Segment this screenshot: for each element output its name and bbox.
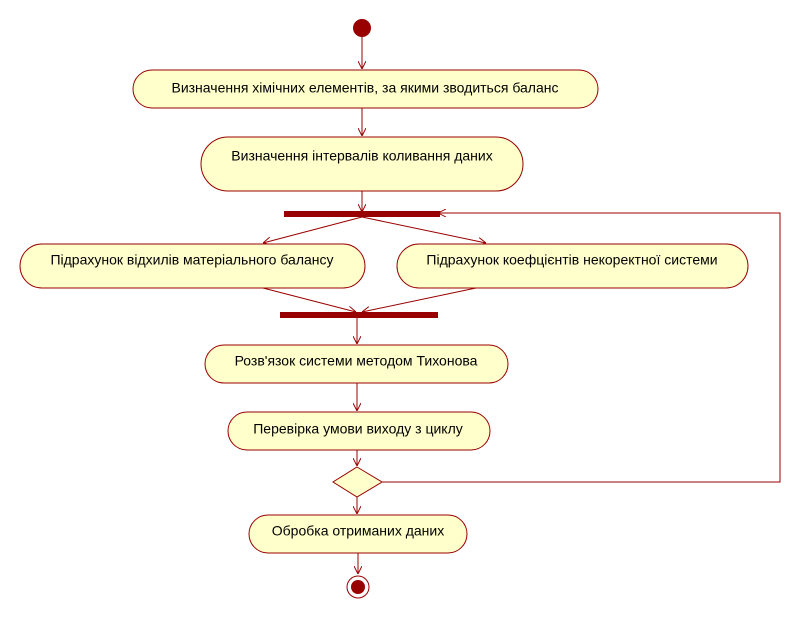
final-node [346, 575, 370, 599]
activity-check-exit-label: Перевірка умови виходу з циклу [253, 421, 463, 437]
activity-calc-deviations: Підрахунок відхилів матеріального баланс… [19, 243, 366, 289]
flow-decision-loop-back [382, 213, 781, 483]
activity-calc-coefficients-label: Підрахунок коефцієнтів некоректної систе… [426, 252, 717, 268]
activity-define-intervals-label: Визначення інтервалів коливання даних [231, 148, 492, 164]
decision-node [332, 466, 383, 498]
activity-calc-coefficients: Підрахунок коефцієнтів некоректної систе… [396, 243, 749, 289]
activity-define-elements-label: Визначення хімічних елементів, за якими … [171, 80, 558, 96]
activity-solve-tikhonov: Розв'язок системи методом Тихонова [204, 344, 509, 384]
flow-fork-to-calc-deviations [263, 216, 363, 243]
initial-node [353, 19, 371, 37]
activity-define-elements: Визначення хімічних елементів, за якими … [132, 69, 599, 109]
activity-calc-deviations-label: Підрахунок відхилів матеріального баланс… [50, 252, 333, 268]
activity-solve-tikhonov-label: Розв'язок системи методом Тихонова [235, 353, 478, 369]
flow-calc-deviations-to-join [262, 287, 356, 312]
activity-process-results: Обробка отриманих даних [248, 514, 468, 554]
flow-fork-to-calc-coefficients [361, 216, 486, 243]
fork-bar [284, 211, 440, 217]
activity-define-intervals: Визначення інтервалів коливання даних [200, 136, 524, 192]
flow-calc-coefficients-to-join [362, 287, 477, 312]
activity-check-exit: Перевірка умови виходу з циклу [227, 411, 491, 451]
join-bar [280, 312, 438, 318]
activity-process-results-label: Обробка отриманих даних [272, 523, 444, 539]
